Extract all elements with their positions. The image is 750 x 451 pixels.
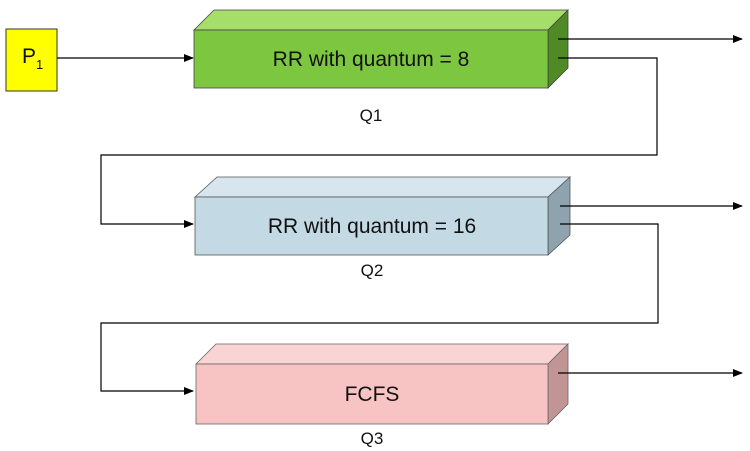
queue-label-q2: Q2 <box>361 261 384 280</box>
arrow-q2-to-q3 <box>100 223 659 395</box>
process-label: P <box>22 45 36 68</box>
queue-front-face <box>193 29 549 89</box>
queue-top-face <box>195 343 569 365</box>
queue-label-q1: Q1 <box>360 106 383 125</box>
process-subscript: 1 <box>36 57 43 72</box>
queue-policy-text: RR with quantum = 16 <box>268 215 476 238</box>
queue-box-q2: RR with quantum = 16 <box>193 176 572 256</box>
queue-label-q3: Q3 <box>361 429 384 448</box>
queue-policy-text: FCFS <box>345 383 400 406</box>
process-box <box>5 28 58 92</box>
arrow-q1-to-q2 <box>100 57 658 228</box>
queue-front-face <box>195 363 549 425</box>
process-node: P 1 <box>5 28 58 92</box>
queue-front-face <box>194 196 549 256</box>
queue-policy-text: RR with quantum = 8 <box>273 48 470 71</box>
queue-top-face <box>193 176 572 198</box>
queue-top-face <box>193 9 569 31</box>
queue-box-q1: RR with quantum = 8 <box>193 9 569 89</box>
queue-box-q3: FCFS <box>195 343 569 425</box>
